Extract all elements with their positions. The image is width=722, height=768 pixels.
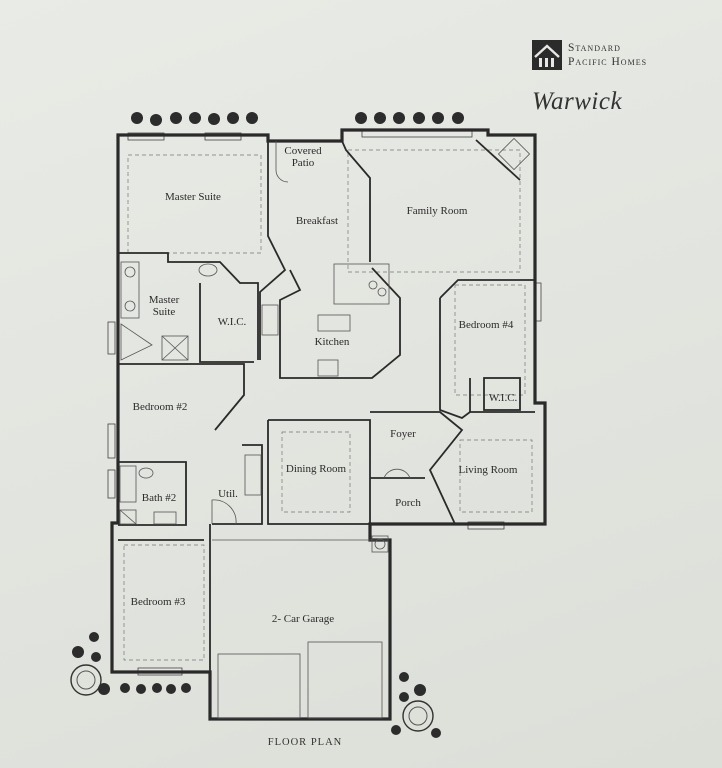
room-labels: Covered Patio Master Suite Breakfast Fam… xyxy=(131,145,518,625)
shrubs-bottom-right xyxy=(391,672,441,738)
label-kitchen: Kitchen xyxy=(315,336,350,348)
exterior-wall xyxy=(110,128,547,721)
ceiling-lines xyxy=(123,149,533,661)
label-master-bath-2: Suite xyxy=(153,306,176,318)
label-util: Util. xyxy=(218,488,238,500)
label-dining-room: Dining Room xyxy=(286,463,347,475)
label-foyer: Foyer xyxy=(390,428,416,440)
label-master-bath-1: Master xyxy=(149,294,180,306)
label-bedroom-4: Bedroom #4 xyxy=(459,319,514,331)
shrubs-bottom-left xyxy=(70,632,191,696)
label-breakfast: Breakfast xyxy=(296,215,338,227)
label-covered-patio-2: Patio xyxy=(292,157,315,169)
label-garage: 2- Car Garage xyxy=(272,613,334,625)
label-bath-2: Bath #2 xyxy=(142,492,177,504)
label-porch: Porch xyxy=(395,497,421,509)
house-logo-icon xyxy=(532,40,562,70)
label-bedroom-3: Bedroom #3 xyxy=(131,596,186,608)
caption: FLOOR PLAN xyxy=(267,737,343,748)
label-wic-bedroom-4: W.I.C. xyxy=(489,392,518,404)
brand-line-2: Pacific Homes xyxy=(568,56,648,68)
label-covered-patio-1: Covered xyxy=(284,145,322,157)
label-living-room: Living Room xyxy=(459,464,518,476)
interior-walls xyxy=(118,139,535,672)
model-name: Warwick xyxy=(532,88,623,115)
fixtures xyxy=(119,137,531,719)
label-master-suite: Master Suite xyxy=(165,191,221,203)
shrubs-top xyxy=(131,112,464,126)
label-wic-master: W.I.C. xyxy=(218,316,247,328)
label-family-room: Family Room xyxy=(407,205,468,217)
brand-line-1: Standard xyxy=(568,42,621,54)
brand-logo: Standard Pacific Homes xyxy=(532,40,647,70)
label-bedroom-2: Bedroom #2 xyxy=(133,401,188,413)
